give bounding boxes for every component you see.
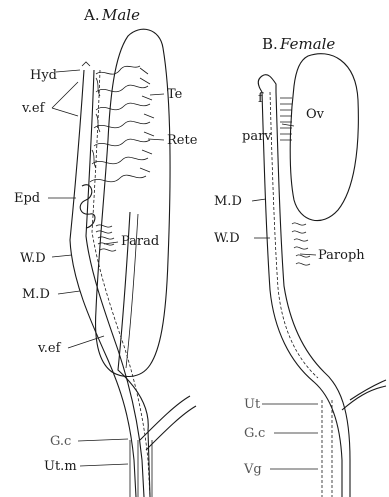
efferent-ductules xyxy=(90,66,150,182)
leader-vef-top-b xyxy=(52,108,78,116)
label-ov: Ov xyxy=(306,107,325,122)
rete-tubules xyxy=(140,68,154,172)
female-panel: B. Female xyxy=(214,35,386,497)
leader-rete xyxy=(148,139,164,140)
label-f: f xyxy=(258,91,264,106)
label-parv: parv xyxy=(242,129,272,144)
leader-vef-bottom xyxy=(68,336,104,348)
wolffian-duct-right-wall xyxy=(86,70,144,497)
parovarium-marks xyxy=(280,98,292,140)
leader-te xyxy=(150,94,164,95)
leader-hyd xyxy=(56,70,80,72)
label-wd-male: W.D xyxy=(20,251,46,266)
label-gc-female: G.c xyxy=(244,426,265,441)
label-te: Te xyxy=(167,87,183,102)
female-duct-right-wall xyxy=(276,92,350,497)
paradidymis-marks xyxy=(96,225,116,251)
mullerian-duct-male xyxy=(92,70,150,497)
male-right-duct xyxy=(118,212,150,497)
label-rete: Rete xyxy=(167,133,198,148)
leader-vef-top-a xyxy=(52,82,78,108)
female-duct-left-wall xyxy=(262,92,342,497)
leader-wd xyxy=(52,255,72,257)
hydatid-mark xyxy=(82,62,90,66)
label-md-female: M.D xyxy=(214,194,242,209)
male-panel: A. Male xyxy=(14,6,198,497)
testis-outline xyxy=(96,29,171,376)
leader-md-female xyxy=(252,199,266,201)
ovary-outline xyxy=(290,54,358,221)
paroophoron-marks xyxy=(292,223,310,265)
leader-utm xyxy=(80,464,128,466)
male-title-word: Male xyxy=(101,6,140,24)
label-paroph: Paroph xyxy=(318,248,365,263)
leader-gc xyxy=(78,439,128,441)
label-ut: Ut xyxy=(244,397,261,412)
leader-md xyxy=(58,291,80,294)
female-title-letter: B. xyxy=(262,35,278,53)
label-wd-female: W.D xyxy=(214,231,240,246)
wolffian-duct-left-wall xyxy=(70,70,136,497)
leader-parv xyxy=(282,124,294,126)
label-utm: Ut.m xyxy=(44,459,77,474)
leader-parad xyxy=(104,242,118,244)
label-md-male: M.D xyxy=(22,287,50,302)
male-title-letter: A. xyxy=(83,6,100,24)
female-right-branch xyxy=(342,380,386,410)
label-parad: Parad xyxy=(121,234,159,249)
female-vagina-lines xyxy=(322,400,332,497)
fimbria xyxy=(258,75,276,92)
label-hyd: Hyd xyxy=(30,68,57,83)
label-vef-top: v.ef xyxy=(21,101,46,116)
label-epd: Epd xyxy=(14,191,40,206)
label-gc-male: G.c xyxy=(50,434,71,449)
label-vef-bottom: v.ef xyxy=(37,341,62,356)
female-title-word: Female xyxy=(279,35,335,53)
label-vg: Vg xyxy=(243,462,262,477)
leader-paroph xyxy=(300,254,316,255)
